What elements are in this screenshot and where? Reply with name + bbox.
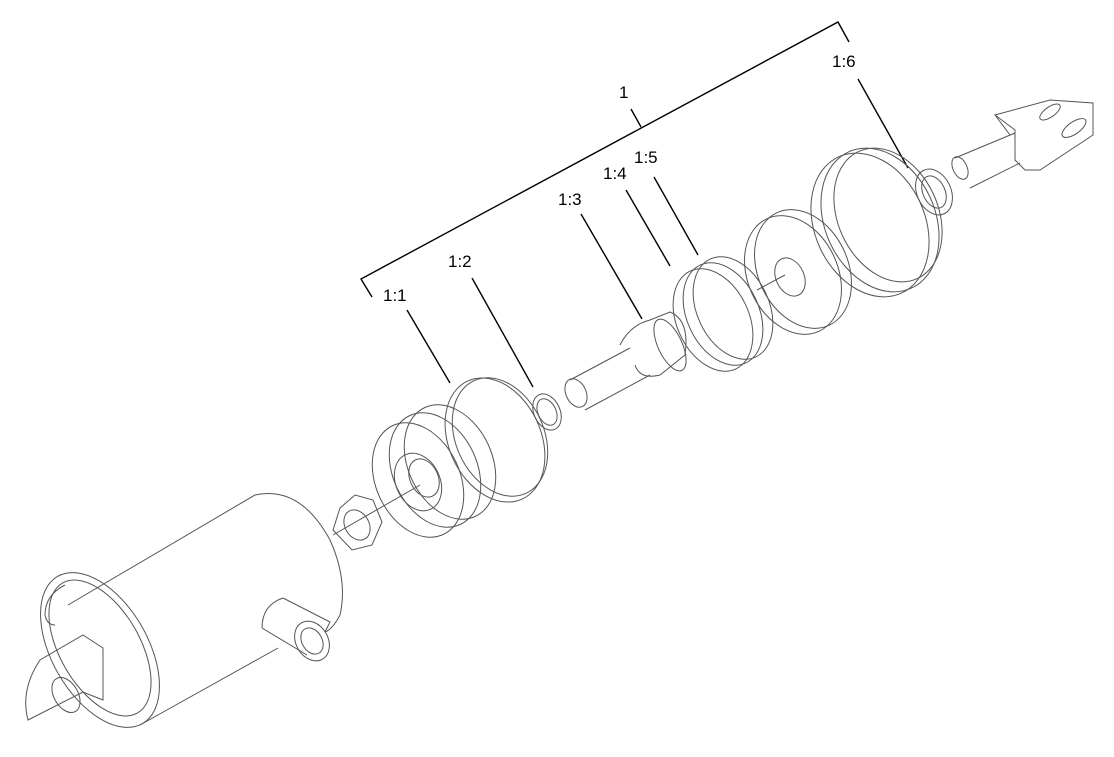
small-ring (915, 168, 953, 216)
callout-1-4: 1:4 (603, 164, 627, 183)
o-ring-1-2 (532, 393, 562, 431)
hex-nut (332, 484, 421, 551)
cylinder-body (25, 493, 343, 728)
gland-1-6 (744, 147, 943, 335)
rod-1-3 (564, 311, 687, 411)
callout-1-5: 1:5 (634, 148, 658, 167)
callout-1-2: 1:2 (448, 252, 472, 271)
callout-1: 1 (619, 83, 629, 102)
spring-1-4-1-5 (672, 256, 774, 372)
clevis-rod-end (951, 99, 1094, 189)
piston-1-1 (371, 377, 549, 538)
callout-1-1: 1:1 (383, 286, 407, 305)
assembly-bracket (360, 21, 850, 298)
callout-1-3: 1:3 (558, 190, 582, 209)
callout-1-6: 1:6 (832, 52, 856, 71)
leader-lines (406, 78, 909, 388)
